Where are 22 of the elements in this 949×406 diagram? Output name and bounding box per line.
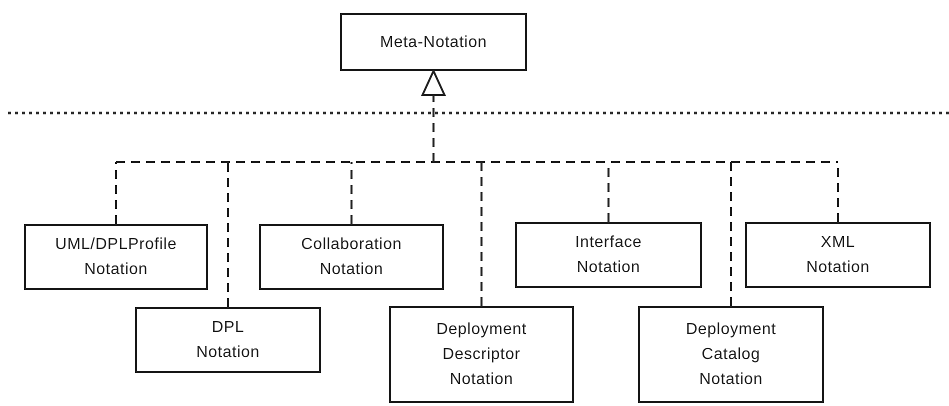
notation-box <box>259 224 444 290</box>
notation-box <box>515 222 702 288</box>
notation-box <box>638 306 824 403</box>
dependency-line <box>730 162 732 306</box>
dependency-line <box>480 162 482 306</box>
generalization-arrow <box>115 70 839 163</box>
notation-label: XML Notation <box>805 233 871 278</box>
notation-label: Deployment Descriptor Notation <box>435 320 528 390</box>
notation-box <box>745 222 931 288</box>
notation-box <box>389 306 574 403</box>
notation-label: Collaboration Notation <box>300 235 403 280</box>
dependency-line <box>115 162 117 224</box>
notation-label: Interface Notation <box>574 233 643 278</box>
notation-label: Deployment Catalog Notation <box>684 320 778 390</box>
dependency-line <box>350 162 352 224</box>
notation-label: Meta-Notation <box>380 32 487 52</box>
notation-box <box>340 13 527 71</box>
dependency-line <box>227 162 229 307</box>
notation-box <box>135 307 321 373</box>
notation-box <box>24 224 208 290</box>
notation-label: UML/DPLProfile Notation <box>54 235 178 280</box>
notation-label: DPL Notation <box>195 318 261 363</box>
